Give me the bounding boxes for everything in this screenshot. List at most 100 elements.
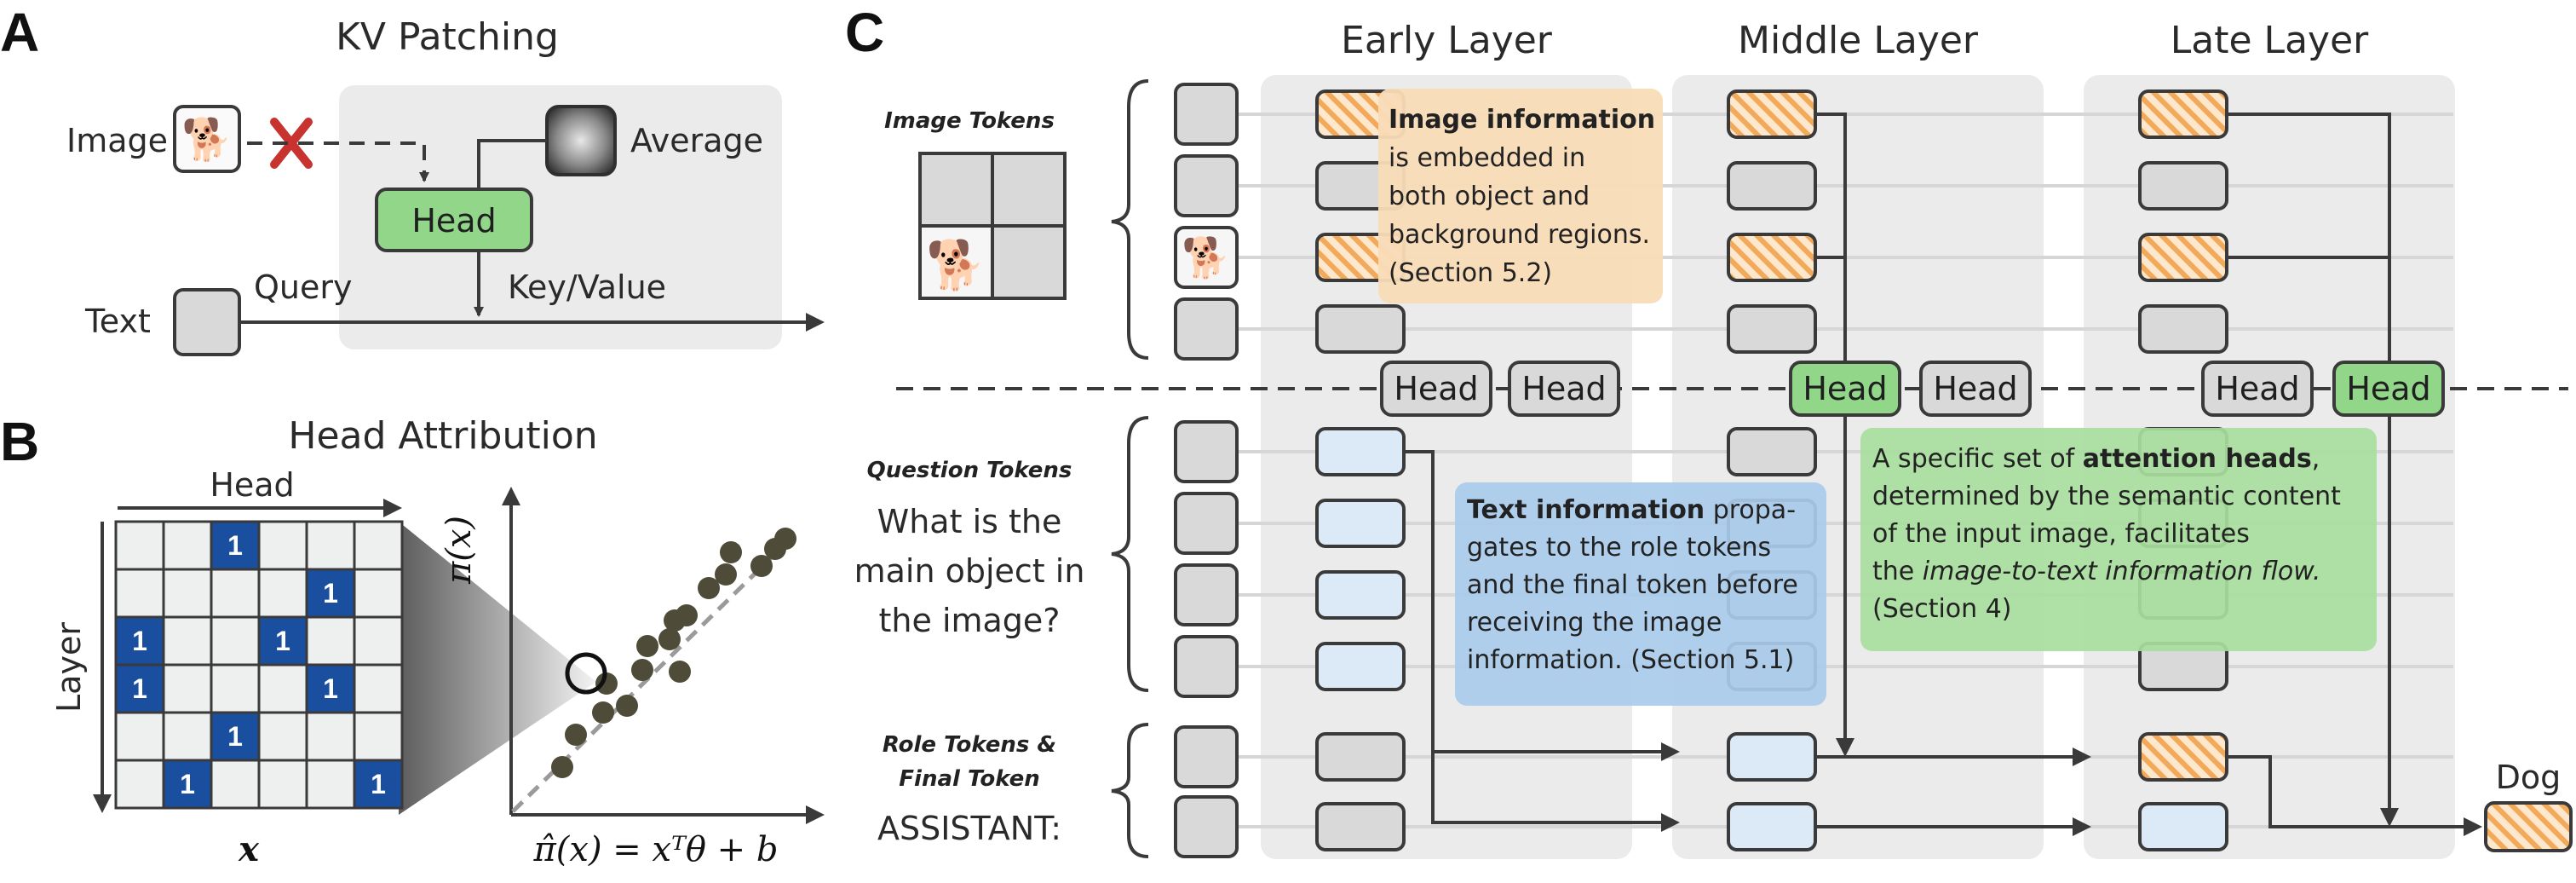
layer-axis-label: Layer: [50, 622, 88, 713]
text-token-highlight: [1727, 802, 1817, 851]
matrix-cell-value: 1: [371, 769, 386, 799]
average-label: Average: [630, 122, 763, 159]
scatter-point: [616, 695, 638, 717]
question-line-3: the image?: [879, 602, 1061, 639]
image-tokens-label: Image Tokens: [884, 108, 1055, 134]
image-note-line-2: both object and: [1389, 182, 1590, 211]
assistant-label: ASSISTANT:: [877, 810, 1061, 847]
text-note-line-4: information. (Section 5.1): [1467, 645, 1794, 675]
question-line-2: main object in: [854, 552, 1085, 590]
token-box: [1174, 83, 1239, 146]
role-tokens-label-1: Role Tokens &: [883, 732, 1056, 758]
image-token-hatched: [1727, 89, 1817, 139]
head-node: Head: [375, 188, 533, 252]
image-thumbnail: 🐕: [173, 105, 241, 173]
svg-text:Head: Head: [1803, 370, 1887, 407]
scatter-point: [720, 541, 742, 563]
token-box: [1315, 802, 1406, 851]
heads-note-line-1: A specific set of attention heads,: [1872, 444, 2320, 474]
scatter-point: [631, 659, 653, 681]
head-box-late-1: Head: [2201, 361, 2314, 417]
scatter-point: [592, 701, 614, 724]
image-grid: 🐕: [918, 152, 1067, 300]
token-box: [1174, 154, 1239, 217]
matrix-cell-value: 1: [180, 769, 195, 799]
head-box-early-1: Head: [1380, 361, 1492, 417]
matrix-cell-value: 1: [227, 530, 243, 561]
head-axis-label: Head: [210, 466, 294, 504]
scatter-point: [774, 528, 796, 550]
matrix-cell: [162, 568, 213, 619]
token-box: [2138, 304, 2228, 354]
image-label: Image: [66, 122, 168, 159]
matrix-cell: [162, 663, 213, 714]
image-note-bold: Image information: [1389, 105, 1655, 135]
image-note-line-1: is embedded in: [1389, 143, 1585, 173]
token-box: [1727, 427, 1817, 476]
scatter-point: [565, 724, 587, 746]
matrix-cell-value: 1: [227, 721, 243, 752]
image-brace: [1111, 79, 1149, 360]
matrix-cell: [257, 711, 308, 762]
image-token-hatched: [1727, 233, 1817, 282]
matrix-cell: [114, 711, 165, 762]
head-box-early-2: Head: [1508, 361, 1620, 417]
head-box-late-active: Head: [2332, 361, 2445, 417]
panel-c-letter: C: [845, 2, 884, 63]
text-token-highlight: [1315, 499, 1406, 548]
token-box: [1727, 161, 1817, 211]
text-token-highlight: [1315, 427, 1406, 476]
scatter-point: [676, 604, 698, 626]
question-tokens-label: Question Tokens: [867, 458, 1072, 483]
matrix-cell: [353, 615, 404, 667]
svg-text:Head: Head: [1521, 370, 1606, 407]
matrix-cell: [305, 520, 356, 571]
token-box: [1174, 563, 1239, 626]
scatter-point: [669, 661, 691, 683]
scatter-point: [750, 555, 773, 577]
dog-icon: 🐕: [926, 238, 986, 293]
token-box: [1315, 304, 1406, 354]
text-note-line-0: Text information propa-: [1467, 495, 1796, 525]
matrix-cell-active: [210, 711, 261, 762]
head-box-middle-active: Head: [1789, 361, 1901, 417]
head-box-middle-2: Head: [1919, 361, 2032, 417]
token-box: [1174, 725, 1239, 788]
scatter-point: [715, 563, 737, 586]
dog-icon: 🐕: [1182, 234, 1230, 280]
matrix-cell: [257, 663, 308, 714]
scatter-point: [636, 635, 658, 657]
matrix-cell: [162, 520, 213, 571]
average-node: [545, 105, 617, 176]
matrix-label: x: [238, 829, 260, 869]
cross-icon: [270, 118, 313, 169]
scatter-point: [551, 756, 573, 778]
scatter-point: [698, 577, 720, 599]
average-path: [477, 139, 547, 189]
svg-text:Head: Head: [2215, 370, 2299, 407]
svg-text:Head: Head: [1933, 370, 2017, 407]
token-box: [1174, 492, 1239, 555]
matrix-cell-value: 1: [323, 578, 338, 609]
kv-patching-region: [339, 85, 782, 349]
scatter-point: [595, 672, 618, 695]
token-box: [1315, 732, 1406, 782]
image-note-line-4: (Section 5.2): [1389, 258, 1552, 288]
token-box: [1174, 226, 1239, 289]
scatter-points: [551, 528, 796, 778]
role-tokens-label-2: Final Token: [899, 766, 1039, 792]
token-box: [1174, 297, 1239, 361]
matrix-cell-active: [114, 663, 165, 714]
matrix-cell-value: 1: [132, 673, 147, 704]
text-note-line-1: gates to the role tokens: [1467, 533, 1771, 563]
heads-note-line-5: (Section 4): [1872, 594, 2012, 624]
matrix-cell: [210, 615, 261, 667]
matrix-cell: [257, 520, 308, 571]
text-label: Text: [84, 303, 151, 340]
matrix-cell: [305, 711, 356, 762]
layer-title-late: Late Layer: [2171, 19, 2369, 62]
heads-note-line-2: determined by the semantic content: [1872, 482, 2341, 511]
text-token: [173, 288, 241, 356]
svg-text:Head: Head: [1394, 370, 1478, 407]
